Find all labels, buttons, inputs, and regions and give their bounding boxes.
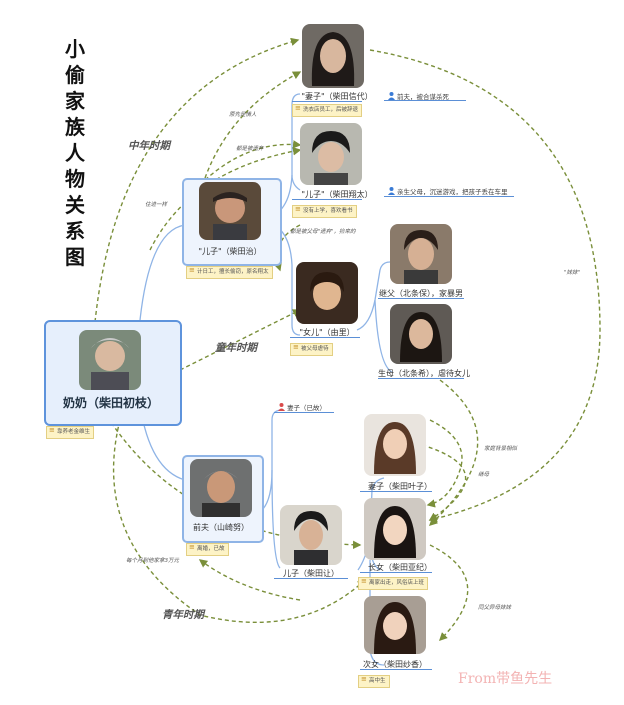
- son-note: 没有上学，喜欢看书: [292, 205, 357, 218]
- aki-name: 长女（柴田亚纪）: [368, 563, 432, 572]
- edge-label-abandoned: 都是被遗弃: [236, 146, 264, 152]
- edge-label-abandoned-parents: 都是被父母"遗弃"，捡来的: [290, 229, 356, 235]
- era-child-label: 童年时期: [215, 342, 257, 354]
- osamu-name: "儿子"（柴田治）: [198, 247, 262, 256]
- osamu-note: 计日工，擅长偷窃，原名翔太: [186, 266, 273, 279]
- era-middle-label: 中年时期: [128, 140, 170, 152]
- person-red-icon: [278, 403, 285, 411]
- wife-note: 洗衣店员工，后被辞退: [292, 104, 363, 117]
- sayaka-name: 次女（柴田纱香）: [363, 660, 427, 669]
- link-similar-bg: [428, 379, 479, 526]
- daughter-photo: [296, 262, 358, 324]
- sayaka-note: 高中生: [358, 675, 390, 688]
- wife-photo: [302, 24, 364, 88]
- son-name: "儿子"（柴田翔太）: [301, 190, 373, 199]
- era-youth-label: 青年时期: [162, 609, 204, 621]
- link-yoko-aki: [426, 419, 463, 508]
- link-half-sister: [429, 544, 469, 641]
- edge-label-sister: "妹妹": [564, 270, 581, 276]
- edge-label-stepmother: 继母: [478, 472, 490, 478]
- link-osamu-wife-lovers: [204, 71, 302, 179]
- exhusband-name: 前夫（山崎努）: [193, 523, 249, 532]
- exwife-tag: 妻子（已故）: [278, 402, 326, 412]
- tree-link-grandma-osamu: [139, 224, 186, 321]
- grandma-photo: [79, 330, 141, 390]
- link-wife-aki-sister: [369, 49, 601, 523]
- exhusband-photo: [190, 459, 252, 517]
- exhusband-note: 离婚，已故: [186, 543, 229, 556]
- wife-yoko-name: 妻子（柴田叶子）: [368, 482, 432, 491]
- mother-name: 生母（北条希），虐待女儿: [378, 369, 470, 378]
- mother-photo: [390, 304, 452, 364]
- link-osamu-son: [204, 140, 302, 181]
- watermark: From带鱼先生: [458, 671, 553, 687]
- wife-tag: 前夫，被合谋杀死: [388, 91, 449, 101]
- son-photo: [300, 123, 362, 185]
- edge-label-similar: 家庭背景相似: [484, 446, 518, 452]
- edge-label-money: 每个月到他家拿3万元: [126, 558, 179, 564]
- tree-link-exhusband-exwife: [261, 409, 283, 511]
- wife-name: "妻子"（柴田信代）: [301, 92, 373, 101]
- edge-label-half-sister: 同父异母妹妹: [478, 605, 512, 611]
- aki-photo: [364, 498, 426, 560]
- edge-label-live-together: 住进一样: [145, 202, 168, 208]
- daughter-name: "女儿"（由里）: [299, 328, 355, 337]
- grandma-name: 奶奶（柴田初枝）: [62, 396, 159, 410]
- son-yuzuru-name: 儿子（柴田让）: [283, 569, 339, 578]
- person-blue-icon: [388, 187, 395, 195]
- daughter-note: 被父母虐待: [290, 343, 333, 356]
- aki-note: 离家出走，风俗店上班: [358, 577, 429, 590]
- son-tag: 亲生父母，沉迷游戏，把孩子丢在车里: [388, 186, 508, 196]
- son-yuzuru-photo: [280, 505, 342, 565]
- page-title: 小偷家族人物关系图: [65, 37, 85, 269]
- osamu-photo: [199, 182, 261, 240]
- wife-yoko-photo: [364, 414, 426, 476]
- person-blue-icon: [388, 92, 395, 100]
- stepfather-name: 继父（北条保），家暴男: [379, 289, 463, 298]
- edge-label-lovers: 原先是情人: [229, 112, 257, 118]
- link-grandma-daughter: [179, 309, 302, 371]
- link-stepmother: [421, 444, 467, 521]
- grandma-note: 靠养老金维生: [46, 426, 95, 439]
- link-grandma-wife: [94, 37, 300, 323]
- sayaka-photo: [364, 596, 426, 654]
- stepfather-photo: [390, 224, 452, 284]
